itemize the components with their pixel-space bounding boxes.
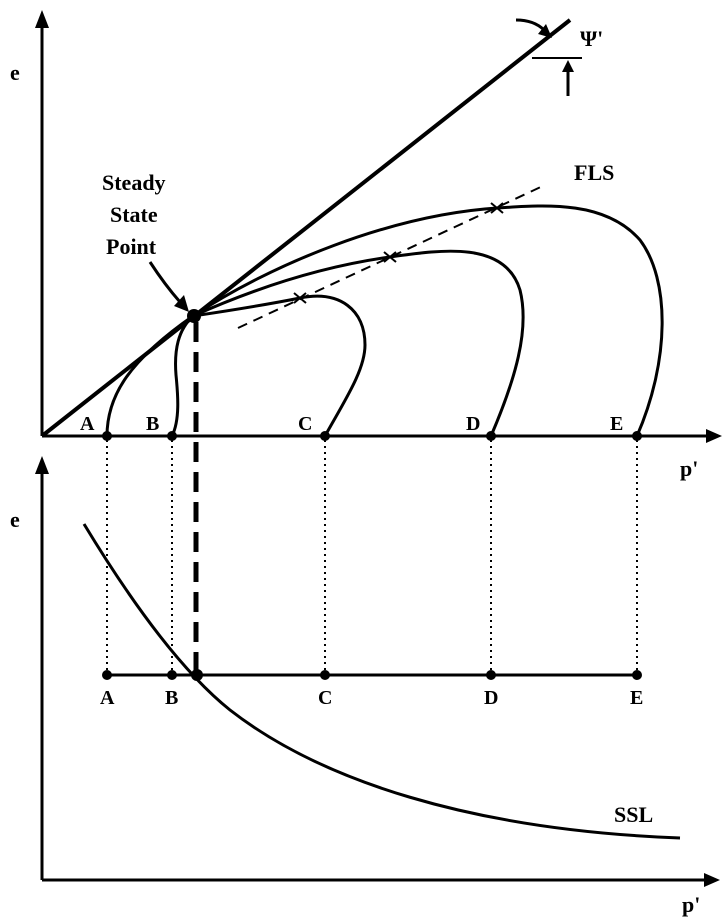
upper-y-axis-label: e — [10, 60, 20, 85]
steady-state-point — [187, 309, 201, 323]
peak-marker-e — [490, 202, 504, 214]
steady-state-line — [82, 523, 681, 840]
lower-x-axis-label: p' — [682, 892, 700, 917]
flow-liquefaction-surface — [237, 184, 546, 329]
upper-label-e: E — [610, 413, 623, 435]
ssl-label: SSL — [614, 802, 653, 827]
peak-marker-c — [293, 292, 307, 304]
psi-curved-arrow-head — [538, 24, 552, 38]
peak-marker-d — [383, 251, 397, 263]
psi-label: Ψ' — [580, 26, 603, 51]
lower-label-b: B — [165, 687, 178, 709]
lower-point-ss — [191, 669, 203, 681]
lower-point-d — [486, 670, 496, 680]
upper-point-e — [632, 431, 642, 441]
lower-label-c: C — [318, 687, 332, 709]
upper-y-axis-arrow — [35, 10, 49, 28]
upper-point-a — [102, 431, 112, 441]
stress-path-b — [170, 314, 195, 437]
steady-state-arrow-head — [174, 295, 189, 312]
stress-path-c — [192, 294, 367, 437]
lower-x-axis-arrow — [704, 873, 720, 887]
steady-state-label-line3: Point — [106, 234, 157, 259]
lower-point-b — [167, 670, 177, 680]
upper-label-c: C — [298, 413, 312, 435]
psi-curved-arrow — [515, 18, 546, 32]
stress-path-a — [105, 314, 194, 437]
lower-label-e: E — [630, 687, 643, 709]
lower-label-a: A — [100, 687, 115, 709]
critical-state-line — [40, 18, 572, 438]
upper-label-b: B — [146, 413, 159, 435]
upper-x-axis-label: p' — [680, 456, 698, 481]
steady-state-label-line1: Steady — [102, 170, 166, 195]
stress-path-d — [192, 249, 525, 437]
lower-point-c — [320, 670, 330, 680]
lower-point-a — [102, 670, 112, 680]
steady-state-arrow — [148, 261, 182, 303]
steady-state-label-line2: State — [110, 202, 158, 227]
lower-label-d: D — [484, 687, 498, 709]
upper-point-b — [167, 431, 177, 441]
fls-label: FLS — [574, 160, 614, 185]
lower-y-axis-label: e — [10, 507, 20, 532]
upper-point-d — [486, 431, 496, 441]
stress-path-e — [192, 204, 664, 437]
upper-x-axis-arrow — [706, 429, 722, 443]
upper-label-d: D — [466, 413, 480, 435]
lower-point-e — [632, 670, 642, 680]
lower-y-axis-arrow — [35, 456, 49, 474]
psi-up-arrow-head — [562, 60, 574, 72]
upper-label-a: A — [80, 413, 95, 435]
upper-point-c — [320, 431, 330, 441]
